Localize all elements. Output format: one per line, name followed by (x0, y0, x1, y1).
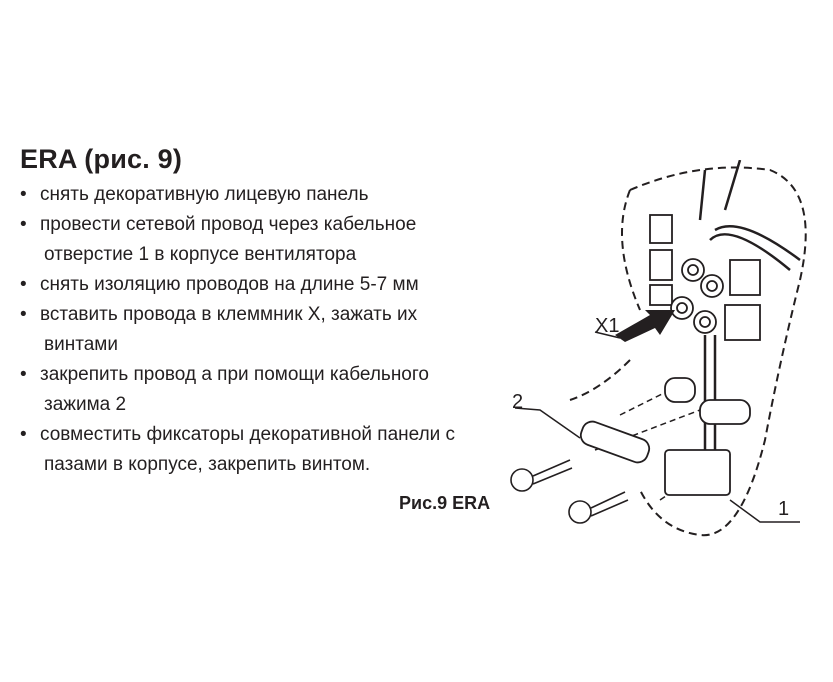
figure-caption: Рис.9 ERA (399, 493, 491, 513)
cable-clamp-parts (579, 377, 751, 496)
list-item: • провести сетевой провод через кабельное… (20, 210, 455, 270)
bullet: • (20, 304, 27, 325)
step-text: совместить фиксаторы декоративной панели… (40, 424, 456, 445)
step-text: снять изоляцию проводов на длине 5-7 мм (40, 274, 419, 295)
bullet: • (20, 274, 27, 295)
list-item: • совместить фиксаторы декоративной панел… (20, 420, 455, 480)
housing-outline (629, 166, 807, 537)
label-terminal-x1: X1 (595, 315, 619, 337)
arrow-x1 (615, 310, 675, 342)
step-text: закрепить провод а при помощи кабельного (40, 364, 429, 385)
leader-line-x1 (594, 331, 621, 339)
leader-line-1 (729, 499, 800, 523)
label-hole-1: 1 (778, 498, 789, 520)
list-item: • снять декоративную лицевую панель (20, 180, 455, 210)
screw-icon (510, 459, 629, 524)
section-title: ERA (рис. 9) (20, 144, 183, 174)
step-text: провести сетевой провод через кабельное (40, 214, 417, 235)
step-text-continued: пазами в корпусе, закрепить винтом. (44, 454, 371, 475)
housing-outline-left (569, 189, 641, 401)
step-text-continued: зажима 2 (44, 394, 127, 415)
instruction-list: • снять декоративную лицевую панель • пров… (20, 180, 455, 480)
label-clamp-2: 2 (512, 391, 523, 413)
step-text: снять декоративную лицевую панель (40, 184, 369, 205)
bullet: • (20, 424, 27, 445)
leader-line-2 (514, 407, 581, 439)
bullet: • (20, 214, 27, 235)
step-text-continued: винтами (44, 334, 118, 355)
list-item: • закрепить провод а при помощи кабельног… (20, 360, 455, 420)
bullet: • (20, 364, 27, 385)
step-text-continued: отверстие 1 в корпусе вентилятора (44, 244, 357, 265)
list-item: • вставить провода в клеммник X, зажать и… (20, 300, 455, 360)
step-text: вставить провода в клеммник X, зажать их (40, 304, 418, 325)
wiring-diagram: X1 2 1 (510, 160, 807, 537)
terminal-block (649, 214, 761, 341)
bullet: • (20, 184, 27, 205)
list-item: • снять изоляцию проводов на длине 5-7 мм (20, 270, 455, 300)
